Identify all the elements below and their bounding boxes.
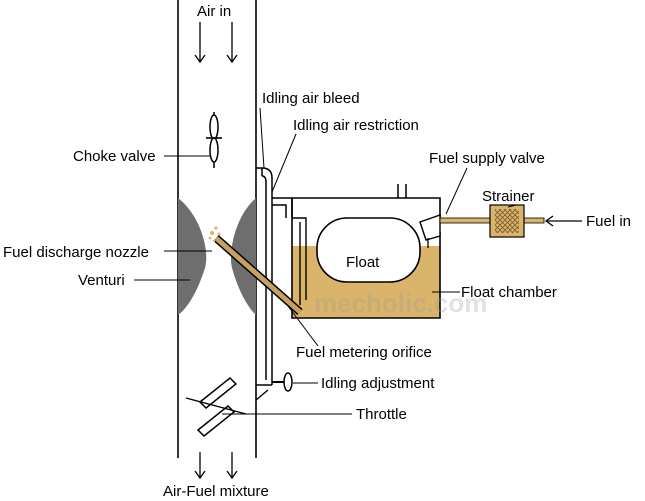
fuel-supply-line <box>439 217 493 224</box>
label-float-chamber: Float chamber <box>461 284 557 301</box>
fuel-in-arrow <box>544 215 582 227</box>
label-fuel-in: Fuel in <box>586 213 631 230</box>
label-idling-air-restriction: Idling air restriction <box>293 117 419 134</box>
label-fuel-discharge-nozzle: Fuel discharge nozzle <box>3 244 149 261</box>
idling-adjustment-screw <box>272 372 293 392</box>
venturi-right <box>231 198 256 315</box>
label-strainer: Strainer <box>482 188 535 205</box>
label-air-fuel-mixture: Air-Fuel mixture <box>163 483 269 500</box>
leader-lines <box>134 107 517 415</box>
needle-valve <box>419 214 441 241</box>
label-fuel-metering-orifice: Fuel metering orifice <box>296 344 432 361</box>
fuel-inlet-line <box>521 217 545 224</box>
air-in-arrows <box>194 22 238 64</box>
label-fuel-supply-valve: Fuel supply valve <box>429 150 545 167</box>
label-throttle: Throttle <box>356 406 407 423</box>
float <box>316 217 421 283</box>
venturi-left <box>178 198 207 315</box>
fuel-discharge-nozzle <box>208 226 303 316</box>
label-choke-valve: Choke valve <box>73 148 156 165</box>
float-chamber-walls <box>291 184 441 319</box>
label-idling-adjustment: Idling adjustment <box>321 375 435 392</box>
label-venturi: Venturi <box>78 272 125 289</box>
idling-passage <box>256 167 273 386</box>
label-idling-air-bleed: Idling air bleed <box>262 90 360 107</box>
label-float: Float <box>346 254 380 271</box>
chamber-connector <box>272 197 293 218</box>
label-air-in: Air in <box>197 3 231 20</box>
watermark-text: mecholic.com <box>314 288 487 318</box>
mixture-out-arrows <box>194 452 238 480</box>
choke-valve <box>206 112 222 168</box>
